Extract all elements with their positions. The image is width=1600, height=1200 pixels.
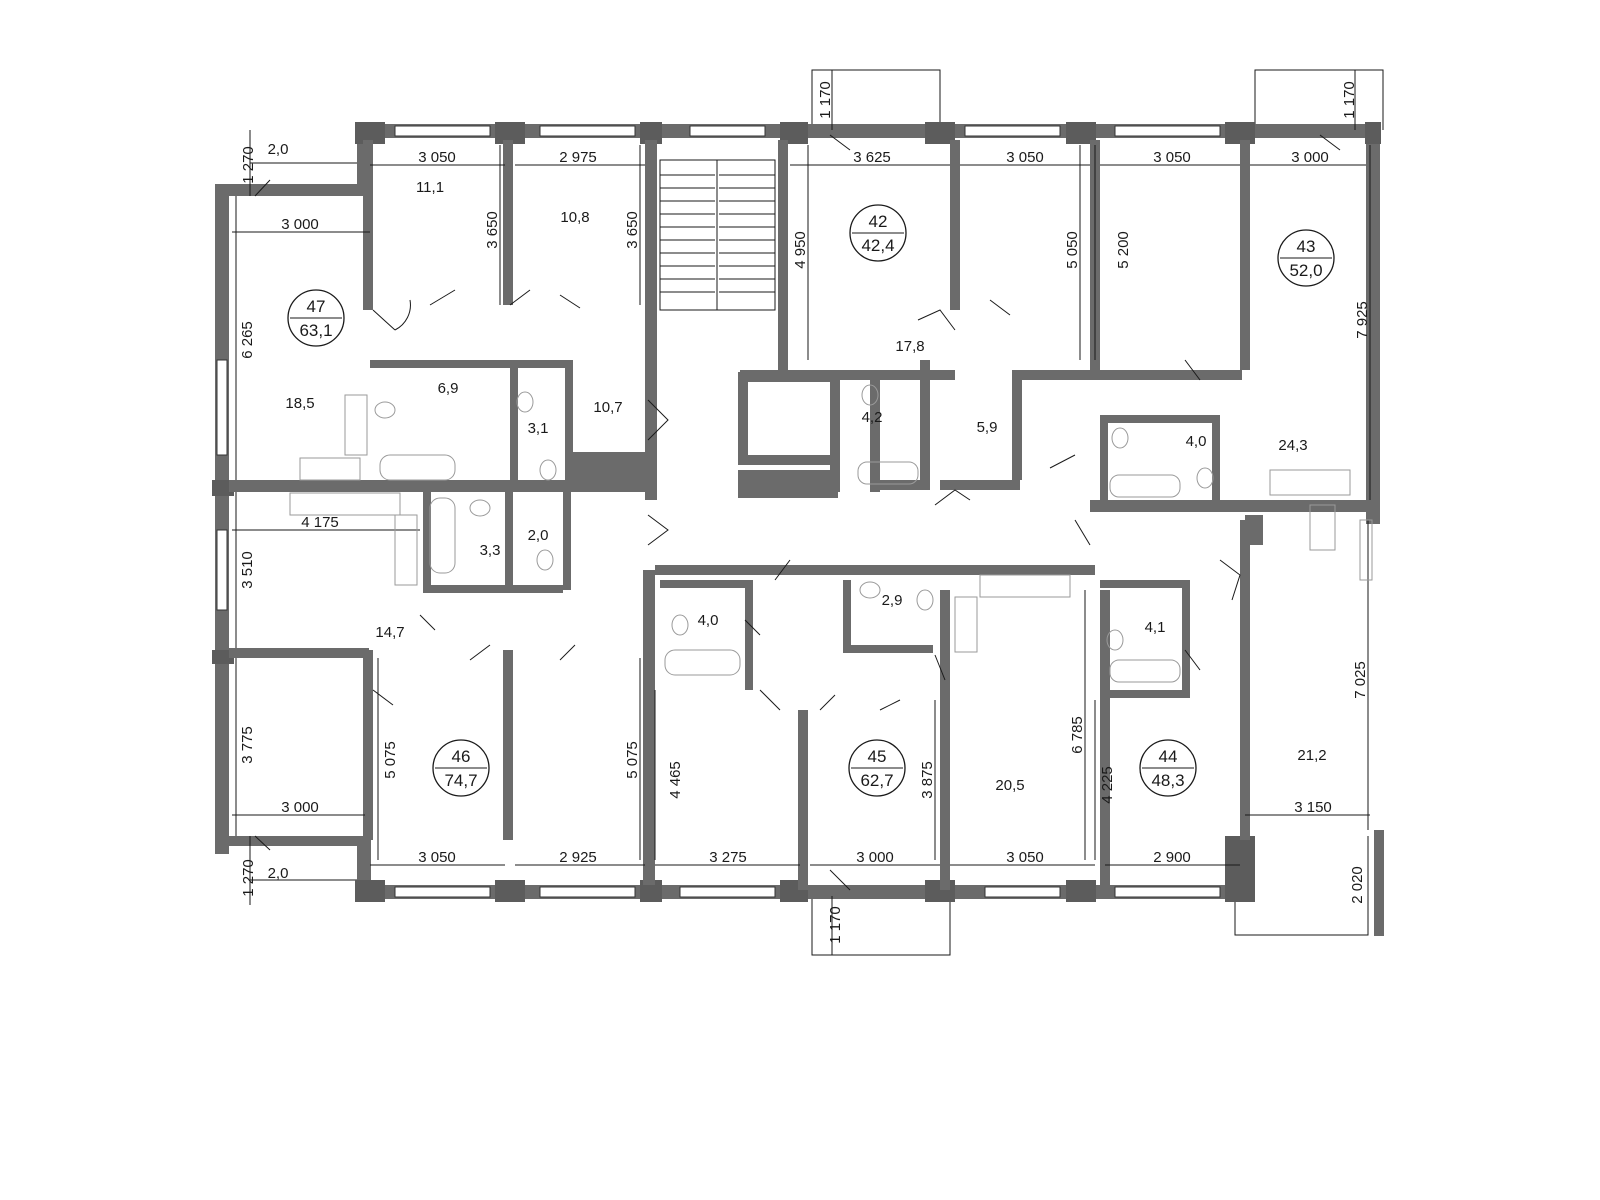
- dim-label: 1 170: [817, 81, 834, 119]
- room-area: 2,0: [268, 141, 289, 158]
- room-area: 4,2: [862, 409, 883, 426]
- dim-label: 5 200: [1115, 231, 1132, 269]
- dim-label: 3 150: [1294, 799, 1332, 816]
- apartment-number: 42: [869, 212, 888, 231]
- room-area: 10,7: [593, 399, 622, 416]
- dim-label: 3 650: [624, 211, 641, 249]
- room-area-labels: 11,1 10,8 18,5 6,9 3,1 10,7 3,3 2,0 14,7…: [268, 141, 1327, 882]
- apartment-area: 74,7: [444, 771, 477, 790]
- dim-label: 3 050: [1153, 149, 1191, 166]
- doors: [254, 134, 1341, 891]
- dim-label: 3 050: [1006, 149, 1044, 166]
- apartment-area: 48,3: [1151, 771, 1184, 790]
- room-area: 2,9: [882, 592, 903, 609]
- room-area: 2,0: [528, 527, 549, 544]
- apartment-area: 42,4: [861, 236, 894, 255]
- dim-label: 3 875: [919, 761, 936, 799]
- dim-label: 7 925: [1354, 301, 1371, 339]
- dimension-labels: 1 270 3 050 2 975 3 625 3 050 3 050 3 00…: [239, 81, 1371, 944]
- dim-label: 2 925: [559, 849, 597, 866]
- apartment-number: 43: [1297, 237, 1316, 256]
- room-area: 3,3: [480, 542, 501, 559]
- dim-label: 3 625: [853, 149, 891, 166]
- apartment-badge-45: 45 62,7: [848, 739, 906, 797]
- apartment-badge-46: 46 74,7: [432, 739, 490, 797]
- dim-label: 5 050: [1064, 231, 1081, 269]
- dim-label: 3 050: [418, 149, 456, 166]
- dim-label: 4 225: [1099, 766, 1116, 804]
- room-area: 11,1: [416, 179, 444, 196]
- walls: [212, 122, 1384, 936]
- apartment-number: 45: [868, 747, 887, 766]
- apartment-badge-42: 42 42,4: [849, 204, 907, 262]
- apartment-badge-44: 44 48,3: [1139, 739, 1197, 797]
- room-area: 24,3: [1278, 437, 1307, 454]
- room-area: 4,0: [1186, 433, 1207, 450]
- apartment-area: 63,1: [299, 321, 332, 340]
- dim-label: 7 025: [1352, 661, 1369, 699]
- apartment-badge-47: 47 63,1: [287, 289, 345, 347]
- room-area: 14,7: [375, 624, 404, 641]
- room-area: 3,1: [528, 420, 549, 437]
- apartment-area: 62,7: [860, 771, 893, 790]
- room-area: 5,9: [977, 419, 998, 436]
- dim-label: 3 650: [484, 211, 501, 249]
- room-area: 18,5: [285, 395, 314, 412]
- dim-label: 1 170: [827, 906, 844, 944]
- dim-label: 5 075: [382, 741, 399, 779]
- dim-label: 3 000: [1291, 149, 1329, 166]
- dim-label: 3 000: [281, 216, 319, 233]
- staircase: [659, 159, 776, 311]
- dim-label: 3 275: [709, 849, 747, 866]
- dim-label: 6 785: [1069, 716, 1086, 754]
- dim-label: 5 075: [624, 741, 641, 779]
- room-area: 4,0: [698, 612, 719, 629]
- dim-label: 3 775: [239, 726, 256, 764]
- dim-label: 2 020: [1349, 866, 1366, 904]
- apartment-badge-43: 43 52,0: [1277, 229, 1335, 287]
- balcony-outlines: [249, 69, 1384, 956]
- dim-label: 4 465: [667, 761, 684, 799]
- dim-label: 3 050: [1006, 849, 1044, 866]
- apartment-number: 47: [307, 297, 326, 316]
- room-area: 4,1: [1145, 619, 1166, 636]
- dim-label: 3 050: [418, 849, 456, 866]
- dim-label: 1 270: [240, 146, 257, 184]
- dim-label: 3 000: [856, 849, 894, 866]
- apartment-number: 46: [452, 747, 471, 766]
- fixtures: [289, 384, 1373, 683]
- dim-label: 4 175: [301, 514, 339, 531]
- apartment-badges: 47 63,1 42 42,4 43 52,0 46 74,7 45 62,7: [287, 204, 1335, 797]
- dim-label: 1 170: [1341, 81, 1358, 119]
- dim-label: 2 975: [559, 149, 597, 166]
- windows: [216, 125, 1221, 898]
- dim-label: 4 950: [792, 231, 809, 269]
- room-area: 10,8: [560, 209, 589, 226]
- dim-label: 3 000: [281, 799, 319, 816]
- dimension-lines: [232, 70, 1371, 955]
- room-area: 6,9: [438, 380, 459, 397]
- dim-label: 1 270: [240, 859, 257, 897]
- dim-label: 6 265: [239, 321, 256, 359]
- dim-label: 3 510: [239, 551, 256, 589]
- apartment-area: 52,0: [1289, 261, 1322, 280]
- room-area: 21,2: [1297, 747, 1326, 764]
- room-area: 17,8: [895, 338, 924, 355]
- apartment-number: 44: [1159, 747, 1178, 766]
- room-area: 20,5: [995, 777, 1024, 794]
- dim-label: 2 900: [1153, 849, 1191, 866]
- room-area: 2,0: [268, 865, 289, 882]
